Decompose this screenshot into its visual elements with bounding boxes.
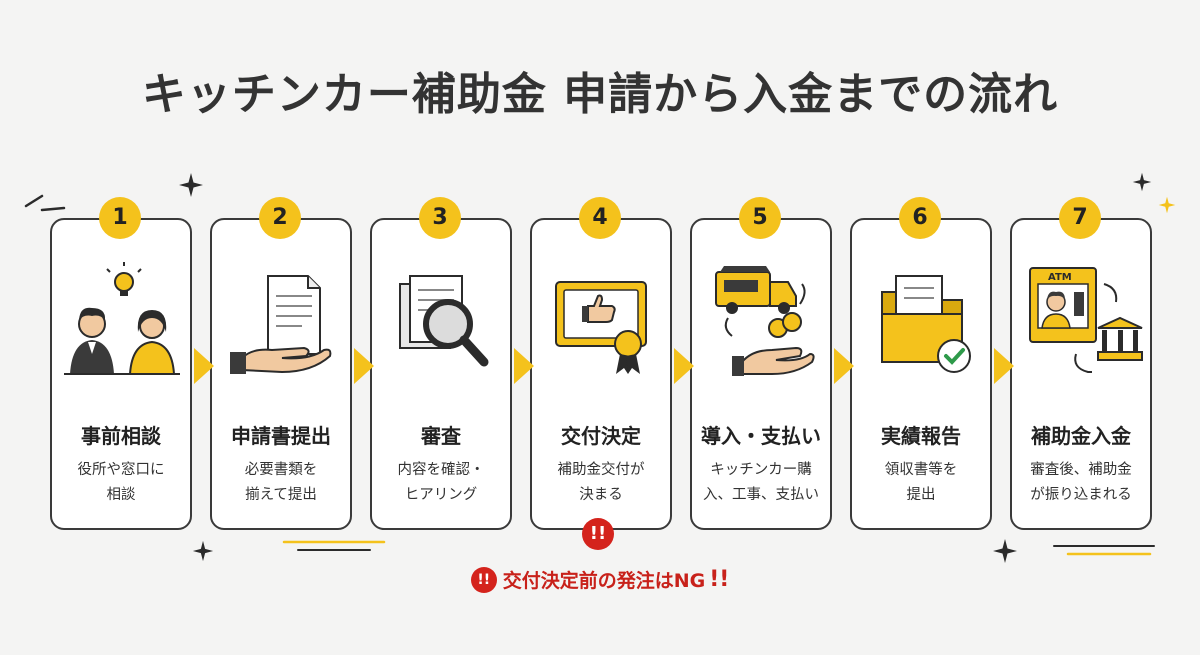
step-title: 導入・支払い [701,424,821,448]
certificate-icon [555,281,647,374]
flow-arrow-icon [674,348,694,384]
atm-label: ATM [1048,272,1072,283]
step-number-badge: 5 [739,197,781,239]
step-title: 審査 [421,424,461,448]
step-number-badge: 4 [579,197,621,239]
flow-arrow-icon [834,348,854,384]
document-hand-icon [230,275,332,374]
food-truck-payment-icon [715,266,815,376]
step-card-3: 審査 内容を確認・ ヒアリング [370,218,512,530]
flow-arrow-icon [514,348,534,384]
step-card-4: 交付決定 補助金交付が 決まる [530,218,672,530]
step-card-6: 実績報告 領収書等を 提出 [850,218,992,530]
alert-icon: !! [470,566,497,593]
sparkle-icon [192,540,214,562]
step-description: 審査後、補助金 が振り込まれる [1030,462,1132,503]
warning-text: 交付決定前の発注はNG [502,570,706,592]
folder-check-icon [881,275,971,373]
step-description: キッチンカー購 入、工事、支払い [703,462,819,503]
step-number-badge: 7 [1059,197,1101,239]
step-title: 実績報告 [881,424,961,448]
step-title: 事前相談 [81,424,161,448]
warning-exclamation: !! [709,567,730,592]
sparkle-icon [1132,172,1152,192]
step-description: 役所や窓口に 相談 [77,462,165,503]
step-card-1: 事前相談 役所や窓口に 相談 [50,218,192,530]
step-description: 必要書類を 揃えて提出 [244,462,318,503]
step-card-5: 導入・支払い キッチンカー購 入、工事、支払い [690,218,832,530]
underline-decoration [1053,545,1155,556]
flow-arrow-icon [994,348,1014,384]
consultation-icon [64,262,180,375]
step-description: 領収書等を 提出 [884,462,958,503]
step-title: 交付決定 [561,424,641,448]
step-number-badge: 1 [99,197,141,239]
sparkle-icon [179,173,203,197]
alert-icon: !! [582,518,614,550]
step-title: 申請書提出 [231,424,331,448]
step-title: 補助金入金 [1031,424,1131,448]
step-number-badge: 6 [899,197,941,239]
step-number-badge: 2 [259,197,301,239]
step-description: 補助金交付が 決まる [557,462,645,503]
flow-arrow-icon [354,348,374,384]
sparkle-icon [993,539,1017,563]
step-number-badge: 3 [419,197,461,239]
step-card-7: ATM 補助金入金 審査後、補助金 が振り込まれる [1010,218,1152,530]
underline-decoration [282,540,386,551]
warning-note: !!交付決定前の発注はNG!! [0,566,1200,593]
atm-bank-icon: ATM [1029,267,1143,373]
step-card-2: 申請書提出 必要書類を 揃えて提出 [210,218,352,530]
accent-lines [24,194,66,212]
page-title: キッチンカー補助金 申請から入金までの流れ [141,69,1059,120]
step-description: 内容を確認・ ヒアリング [397,462,485,503]
flow-arrow-icon [194,348,214,384]
sparkle-icon [1158,196,1176,214]
magnifier-document-icon [399,275,489,367]
